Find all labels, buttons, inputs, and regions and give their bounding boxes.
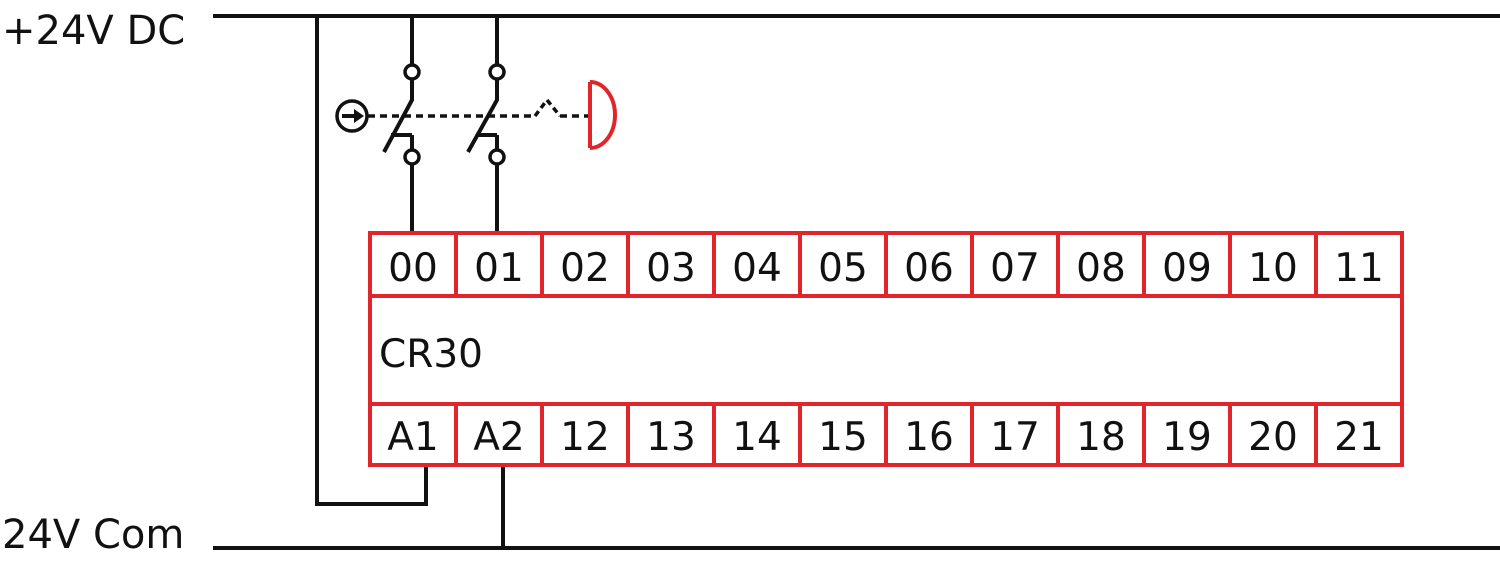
- positive-rail-label: +24V DC: [2, 8, 185, 54]
- top-terminal-row: 00 01 02 03 04 05 06 07 08 09 10 11: [388, 233, 1384, 296]
- terminal-21: 21: [1334, 415, 1384, 460]
- terminal-20: 20: [1248, 415, 1298, 460]
- terminal-09: 09: [1162, 246, 1212, 291]
- terminal-02: 02: [560, 246, 610, 291]
- terminal-19: 19: [1162, 415, 1212, 460]
- mushroom-pushbutton-icon: [588, 80, 617, 150]
- terminal-10: 10: [1248, 246, 1298, 291]
- terminal-00: 00: [388, 246, 438, 291]
- bottom-terminal-row: A1 A2 12 13 14 15 16 17 18 19 20 21: [387, 404, 1384, 465]
- terminal-04: 04: [732, 246, 782, 291]
- relay-module: 00 01 02 03 04 05 06 07 08 09 10 11 A1 A2 12 13 14 15 16 1…: [368, 231, 1404, 467]
- terminal-17: 17: [990, 415, 1040, 460]
- terminal-06: 06: [904, 246, 954, 291]
- common-rail-label: 24V Com: [2, 512, 184, 558]
- terminal-03: 03: [646, 246, 696, 291]
- terminal-12: 12: [560, 415, 610, 460]
- terminal-a1: A1: [387, 415, 439, 460]
- ch2-bottom-terminal: [488, 148, 506, 166]
- terminal-15: 15: [818, 415, 868, 460]
- mechanical-linkage: [368, 97, 588, 118]
- terminal-01: 01: [474, 246, 524, 291]
- ch2-top-terminal: [488, 63, 506, 81]
- terminal-14: 14: [732, 415, 782, 460]
- relay-name: CR30: [379, 332, 483, 377]
- terminal-07: 07: [990, 246, 1040, 291]
- terminal-18: 18: [1076, 415, 1126, 460]
- terminal-11: 11: [1334, 246, 1384, 291]
- terminal-16: 16: [904, 415, 954, 460]
- ch1-bottom-terminal: [403, 148, 421, 166]
- terminal-13: 13: [646, 415, 696, 460]
- arrow-circle-icon: [335, 99, 369, 133]
- terminal-05: 05: [818, 246, 868, 291]
- ch1-top-terminal: [403, 63, 421, 81]
- a1-supply-wire: [315, 16, 428, 506]
- terminal-a2: A2: [473, 415, 525, 460]
- terminal-08: 08: [1076, 246, 1126, 291]
